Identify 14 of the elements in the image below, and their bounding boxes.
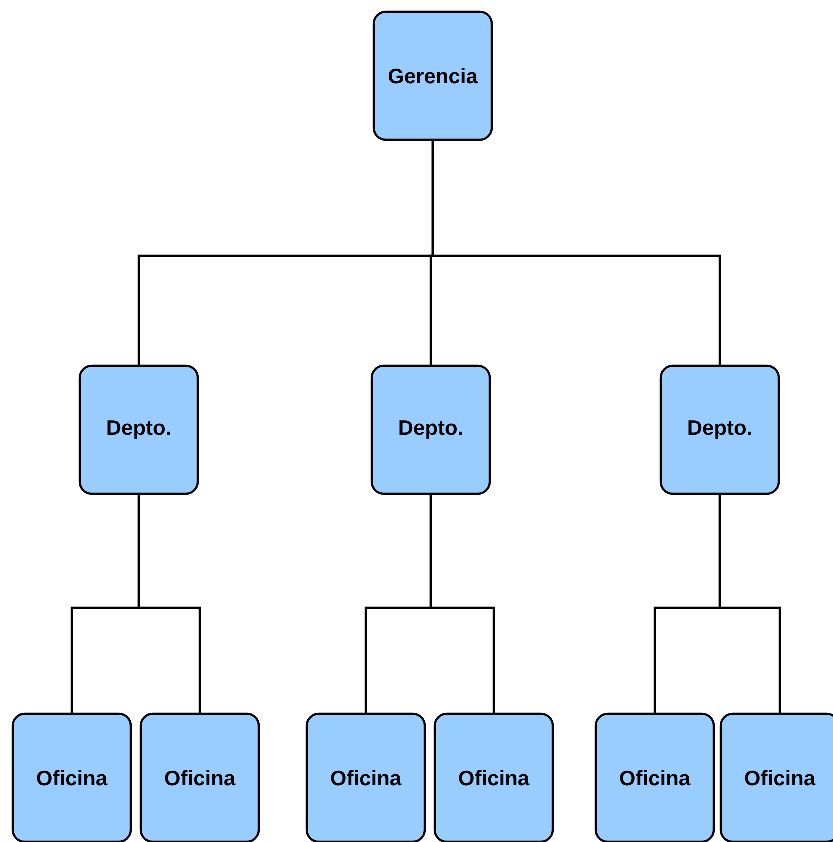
org-box: Oficina [140, 712, 260, 842]
org-box: Oficina [594, 712, 716, 842]
org-box: Oficina [434, 712, 554, 842]
org-box: Oficina [720, 712, 833, 842]
org-box: Oficina [12, 712, 132, 842]
org-box: Depto. [370, 364, 492, 496]
connector-line [432, 140, 722, 366]
connector-line [718, 494, 782, 714]
org-box: Depto. [660, 364, 780, 496]
org-box: Depto. [78, 364, 200, 496]
org-box: Gerencia [372, 10, 494, 142]
connector-line [430, 494, 496, 714]
org-box: Oficina [306, 712, 426, 842]
connector-line [138, 494, 202, 714]
